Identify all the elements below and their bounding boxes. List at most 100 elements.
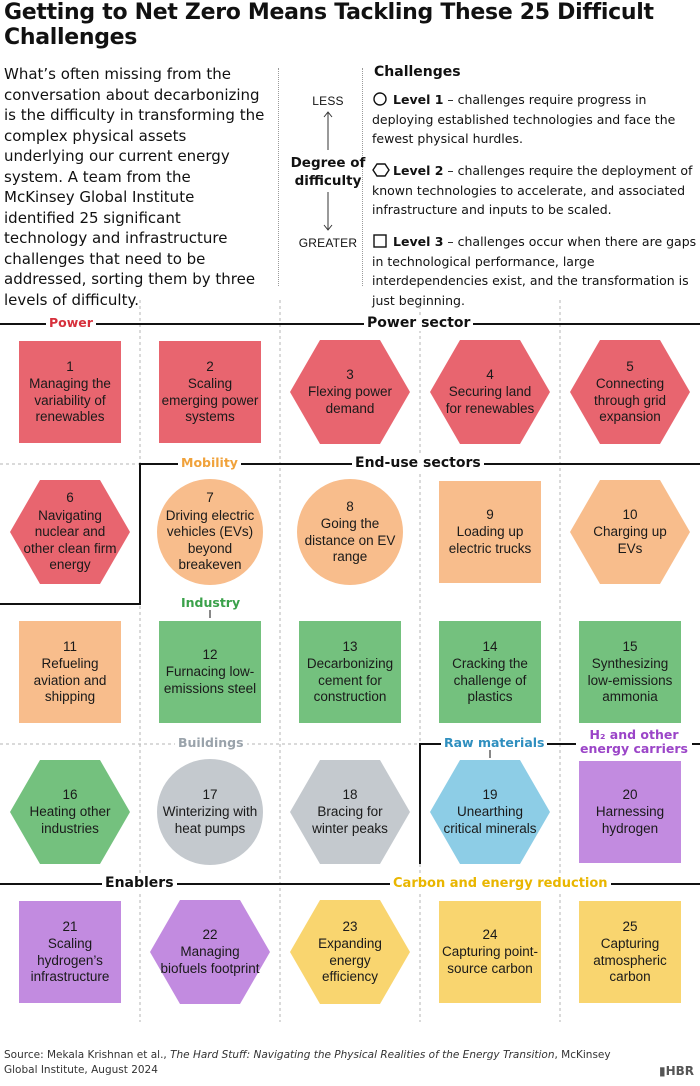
header-divider-left [278, 68, 279, 286]
source-prefix: Source: Mekala Krishnan et al., [4, 1049, 171, 1061]
legend-level-name: Level 2 [393, 163, 444, 178]
arrow-up-icon [323, 111, 333, 150]
challenge-number: 18 [342, 786, 358, 802]
challenge-number: 3 [346, 366, 354, 382]
legend-item-level-1: Level 1 – challenges require progress in… [372, 92, 676, 146]
category-label-mobility: Mobility [178, 456, 241, 470]
challenge-number: 24 [482, 926, 498, 942]
challenge-24-square [439, 901, 541, 1003]
challenge-text: Securing land for renewables [445, 384, 535, 416]
challenge-text: Harnessing hydrogen [595, 804, 665, 836]
legend-level-text: challenges occur when there are gaps in … [372, 234, 697, 308]
category-label-buildings: Buildings [175, 736, 247, 750]
challenge-text: Refueling aviation and shipping [33, 656, 107, 704]
challenge-16-hexagon [10, 760, 130, 864]
challenge-text: Expanding energy efficiency [318, 936, 382, 984]
challenge-number: 11 [62, 638, 77, 654]
challenge-23-hexagon [290, 900, 410, 1004]
challenge-number: 4 [486, 366, 494, 382]
legend-level-name: Level 3 [393, 234, 444, 249]
square-icon [373, 234, 387, 248]
category-label-raw-materials: Raw materials [441, 736, 548, 750]
challenge-21-square [19, 901, 121, 1003]
challenge-8-circle [297, 479, 403, 585]
challenge-number: 25 [622, 918, 638, 934]
challenge-shapes [10, 340, 690, 1004]
challenge-number: 23 [342, 918, 358, 934]
challenge-13-square [299, 621, 401, 723]
challenge-number: 8 [346, 498, 354, 514]
challenge-10-hexagon [570, 480, 690, 584]
hbr-logo: ▮HBR [658, 1064, 694, 1078]
section-label-carbon: Carbon and energy reduction [390, 876, 611, 892]
legend-title: Challenges [374, 64, 461, 80]
challenge-number: 2 [206, 358, 214, 374]
legend-level-name: Level 1 [393, 92, 444, 107]
challenge-text: Furnacing low-emissions steel [163, 664, 257, 696]
challenge-number: 22 [202, 926, 218, 942]
challenge-text: Managing the variability of renewables [29, 376, 111, 424]
challenge-text: Loading up electric trucks [448, 524, 532, 556]
hexagon-icon [372, 163, 390, 177]
challenge-text: Connecting through grid expansion [593, 376, 667, 424]
challenge-5-hexagon [570, 340, 690, 444]
challenge-20-square [579, 761, 681, 863]
challenge-6-hexagon [10, 480, 130, 584]
challenge-11-square [19, 621, 121, 723]
challenge-9-square [439, 481, 541, 583]
challenge-number: 12 [202, 646, 218, 662]
circle-icon [373, 92, 387, 106]
source-note: Source: Mekala Krishnan et al., The Hard… [4, 1048, 644, 1077]
challenge-number: 15 [622, 638, 638, 654]
challenge-number: 14 [482, 638, 498, 654]
difficulty-less-label: LESS [312, 94, 344, 108]
challenge-text: Bracing for winter peaks [312, 804, 388, 836]
source-suffix: , McKinsey Global Institute, August 2024 [4, 1049, 611, 1076]
category-label-industry: Industry [178, 596, 244, 610]
challenge-14-square [439, 621, 541, 723]
challenge-18-hexagon [290, 760, 410, 864]
category-label-power: Power [46, 316, 96, 330]
chart-title: Getting to Net Zero Means Tackling These… [4, 0, 654, 50]
challenge-number: 6 [66, 490, 74, 506]
challenge-3-hexagon [290, 340, 410, 444]
difficulty-greater-label: GREATER [298, 236, 358, 250]
legend-item-level-3: Level 3 – challenges occur when there ar… [372, 234, 697, 308]
challenge-text: Capturing point-source carbon [441, 944, 539, 976]
header-divider-right [362, 68, 363, 286]
difficulty-label: Degree of difficulty [290, 155, 366, 189]
challenge-number: 16 [62, 786, 78, 802]
source-work: The Hard Stuff: Navigating the Physical … [170, 1049, 555, 1061]
category-label-h2: H₂ and other energy carriers [576, 728, 692, 756]
challenge-2-square [159, 341, 261, 443]
legend-level-text: challenges require the deployment of kno… [372, 163, 693, 217]
challenge-1-square [19, 341, 121, 443]
challenge-number: 7 [206, 490, 214, 506]
challenge-text: Managing biofuels footprint [160, 944, 260, 976]
challenge-number: 13 [342, 638, 358, 654]
challenge-number: 5 [626, 358, 634, 374]
challenge-text: Driving electric vehicles (EVs) beyond b… [165, 507, 255, 573]
challenge-12-square [159, 621, 261, 723]
challenge-number: 19 [482, 786, 498, 802]
legend-item-level-2: Level 2 – challenges require the deploym… [372, 163, 693, 217]
intro-text: What’s often missing from the conversati… [4, 65, 265, 309]
arrow-down-icon [323, 192, 333, 231]
